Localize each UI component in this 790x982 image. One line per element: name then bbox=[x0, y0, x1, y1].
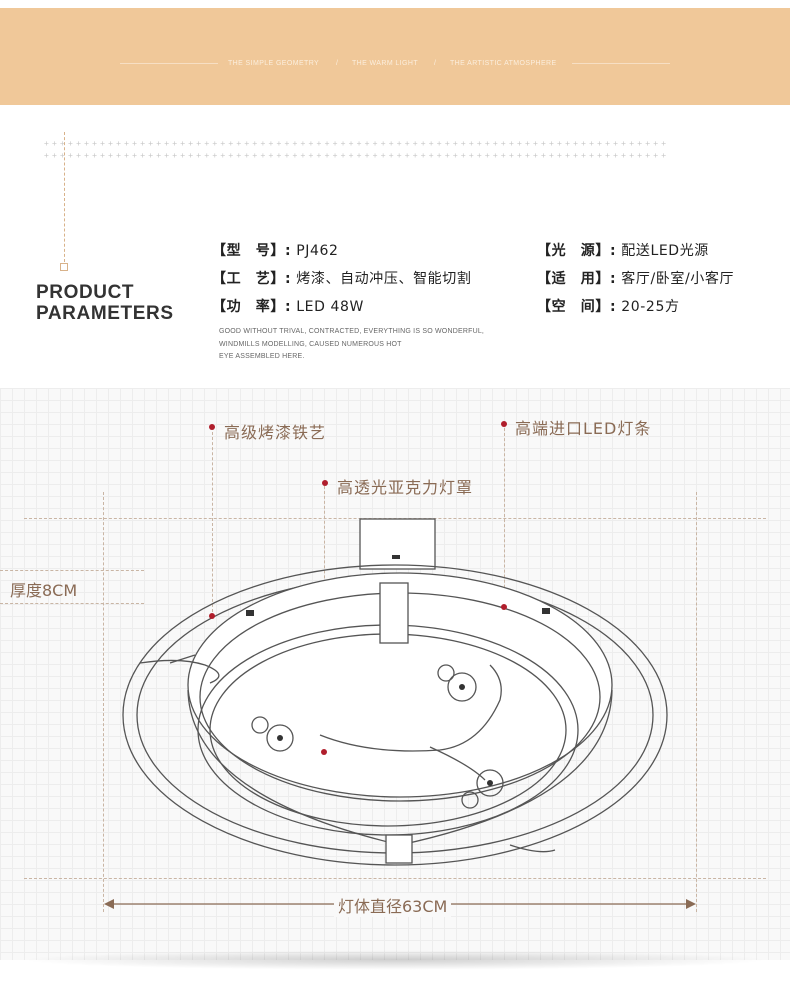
param-usage: 【适 用】: 客厅/卧室/小客厅 bbox=[537, 268, 734, 288]
tagline-line1: GOOD WITHOUT TRIVAL, CONTRACTED, EVERYTH… bbox=[219, 328, 485, 335]
marker-dot-led bbox=[501, 604, 507, 610]
decorative-square bbox=[60, 263, 68, 271]
param-power: 【功 率】: LED 48W bbox=[212, 296, 364, 316]
bottom-shadow bbox=[20, 950, 770, 970]
section-title-line2: PARAMETERS bbox=[36, 303, 174, 324]
callout-iron: 高级烤漆铁艺 bbox=[224, 423, 327, 442]
vertical-dotted-line bbox=[64, 132, 65, 262]
tagline-line2: WINDMILLS MODELLING, CAUSED NUMEROUS HOT bbox=[219, 340, 402, 348]
thickness-label: 厚度8CM bbox=[10, 581, 78, 600]
marker-dot-iron bbox=[209, 613, 215, 619]
param-space-value: 20-25方 bbox=[621, 299, 680, 315]
param-craft-label: 【工 艺】: bbox=[212, 271, 292, 287]
param-model-label: 【型 号】: bbox=[212, 243, 292, 259]
callout-dot-led bbox=[501, 421, 507, 427]
banner-line-left bbox=[120, 63, 218, 64]
diameter-label: 灯体直径63CM bbox=[334, 893, 452, 917]
cross-decoration: ++++++++++++++++++++++++++++++++++++++++… bbox=[44, 151, 670, 160]
top-banner: THE SIMPLE GEOMETRY / THE WARM LIGHT / T… bbox=[0, 8, 790, 105]
param-light: 【光 源】: 配送LED光源 bbox=[537, 240, 709, 260]
section-title: PRODUCT PARAMETERS bbox=[36, 282, 174, 324]
param-space: 【空 间】: 20-25方 bbox=[537, 296, 680, 316]
banner-separator: / bbox=[434, 60, 437, 67]
outer-ring bbox=[122, 564, 668, 866]
param-power-label: 【功 率】: bbox=[212, 299, 292, 315]
banner-line-right bbox=[572, 63, 670, 64]
callout-dot-iron bbox=[209, 424, 215, 430]
param-power-value: LED 48W bbox=[296, 299, 364, 315]
param-model-value: PJ462 bbox=[296, 243, 339, 259]
thickness-guide-top bbox=[0, 570, 144, 571]
tagline: GOOD WITHOUT TRIVAL, CONTRACTED, EVERYTH… bbox=[219, 326, 484, 364]
param-space-label: 【空 间】: bbox=[537, 299, 617, 315]
banner-item-atmosphere: THE ARTISTIC ATMOSPHERE bbox=[450, 60, 557, 67]
param-light-label: 【光 源】: bbox=[537, 243, 617, 259]
bottom-guide-line bbox=[24, 878, 766, 879]
callout-acrylic: 高透光亚克力灯罩 bbox=[337, 478, 474, 497]
ceiling-lamp-illustration bbox=[122, 518, 668, 866]
lamp-body-top bbox=[187, 572, 613, 798]
left-guide-line bbox=[103, 492, 104, 912]
leader-led bbox=[504, 428, 505, 608]
param-usage-label: 【适 用】: bbox=[537, 271, 617, 287]
param-model: 【型 号】: PJ462 bbox=[212, 240, 339, 260]
callout-led: 高端进口LED灯条 bbox=[515, 419, 652, 438]
param-craft-value: 烤漆、自动冲压、智能切割 bbox=[296, 271, 472, 287]
bottom-bracket bbox=[385, 834, 413, 864]
banner-separator: / bbox=[336, 60, 339, 67]
param-light-value: 配送LED光源 bbox=[621, 243, 709, 259]
banner-item-warm-light: THE WARM LIGHT bbox=[352, 60, 419, 67]
right-guide-line bbox=[696, 492, 697, 912]
param-usage-value: 客厅/卧室/小客厅 bbox=[621, 271, 735, 287]
cross-decoration: ++++++++++++++++++++++++++++++++++++++++… bbox=[44, 139, 670, 148]
branch-center bbox=[319, 664, 502, 752]
lamp-mount bbox=[359, 518, 436, 570]
callout-dot-acrylic bbox=[322, 480, 328, 486]
banner-item-geometry: THE SIMPLE GEOMETRY bbox=[228, 60, 320, 67]
param-craft: 【工 艺】: 烤漆、自动冲压、智能切割 bbox=[212, 268, 471, 288]
section-title-line1: PRODUCT bbox=[36, 282, 135, 303]
top-bracket bbox=[379, 582, 409, 644]
thickness-guide-bottom bbox=[0, 603, 144, 604]
tagline-line3: EYE ASSEMBLED HERE. bbox=[219, 353, 305, 360]
branch-left bbox=[139, 654, 220, 684]
marker-dot-acrylic bbox=[321, 749, 327, 755]
leader-iron bbox=[212, 432, 213, 617]
